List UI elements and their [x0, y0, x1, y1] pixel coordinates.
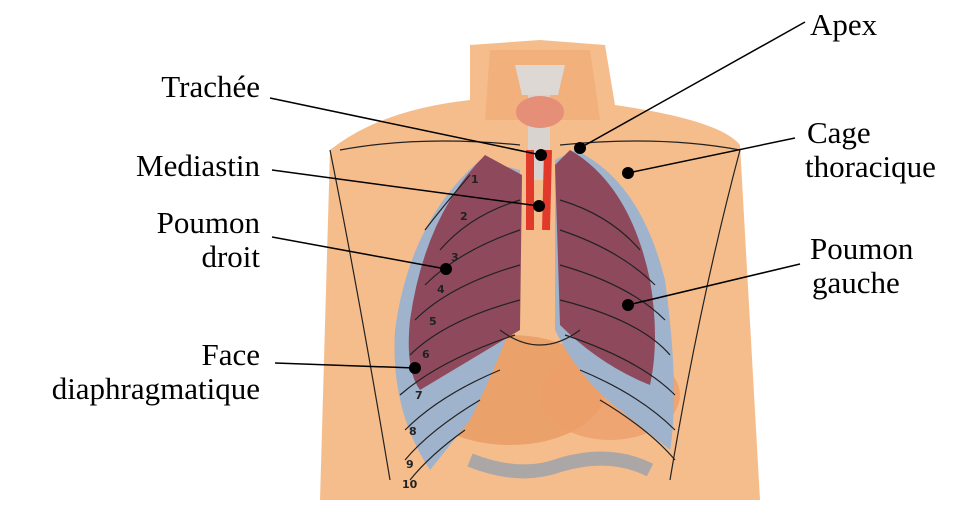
rib-number: 9: [406, 458, 414, 471]
label-poumon-gauche-line2: gauche: [810, 266, 913, 300]
label-trachee: Trachée: [130, 70, 260, 104]
rib-number: 7: [415, 389, 423, 402]
rib-number: 2: [460, 210, 468, 223]
rib-number: 10: [402, 478, 418, 491]
label-apex: Apex: [810, 8, 877, 42]
rib-number: 3: [451, 251, 459, 264]
label-face-diaphragmatique: Face diaphragmatique: [4, 338, 260, 406]
dot-apex: [574, 142, 586, 154]
label-mediastin: Mediastin: [100, 149, 260, 183]
thyroid: [516, 96, 564, 128]
label-cage-line2: thoracique: [805, 150, 936, 184]
dot-cage: [622, 167, 634, 179]
rib-number: 1: [471, 173, 479, 186]
label-poumon-droit: Poumon droit: [110, 206, 260, 274]
larynx: [515, 65, 565, 95]
label-poumon-gauche-line1: Poumon: [810, 232, 913, 266]
label-cage-line1: Cage: [805, 116, 936, 150]
label-poumon-droit-line2: droit: [110, 240, 260, 274]
label-poumon-gauche: Poumon gauche: [810, 232, 913, 300]
label-poumon-droit-line1: Poumon: [110, 206, 260, 240]
rib-number: 8: [409, 425, 417, 438]
dot-mediastin: [533, 200, 545, 212]
rib-number: 6: [422, 348, 430, 361]
rib-number: 5: [429, 315, 437, 328]
label-face-line1: Face: [4, 338, 260, 372]
rib-number: 4: [437, 283, 445, 296]
dot-poumon-gauche: [622, 299, 634, 311]
dot-face: [409, 362, 421, 374]
label-face-line2: diaphragmatique: [4, 372, 260, 406]
dot-trachee: [535, 149, 547, 161]
dot-poumon-droit: [440, 263, 452, 275]
label-cage-thoracique: Cage thoracique: [805, 116, 936, 184]
